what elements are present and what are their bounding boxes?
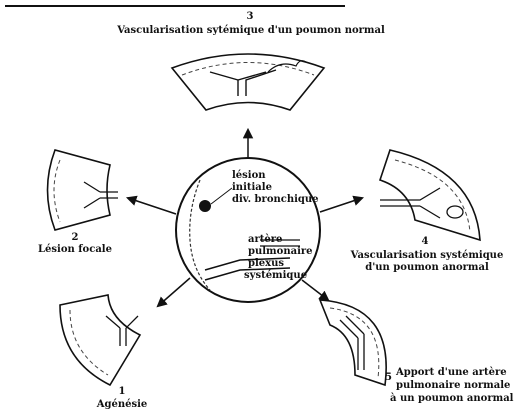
label-5-text-line3: à un poumon anormal bbox=[390, 393, 516, 404]
label-1-number: 1 bbox=[112, 386, 132, 397]
label-2-text: Lésion focale bbox=[30, 244, 120, 255]
arrow-to-5 bbox=[302, 280, 328, 300]
center-artery-line2: pulmonaire bbox=[248, 246, 313, 257]
segment-4-abnormal-systemic bbox=[380, 150, 480, 240]
center-lesion-line2: initiale bbox=[232, 182, 272, 193]
label-1-text: Agénésie bbox=[92, 399, 152, 410]
center-lesion-line1: lésion bbox=[232, 170, 266, 181]
center-artery-line1: artère bbox=[248, 234, 282, 245]
label-5-text-line1: Apport d'une artère bbox=[396, 367, 516, 378]
arrow-to-1 bbox=[158, 278, 190, 306]
segment-5-pulmonary-artery-supply bbox=[320, 300, 386, 385]
label-5-text-line2: pulmonaire normale bbox=[396, 380, 516, 391]
segment-2-focal-lesion bbox=[48, 150, 119, 230]
label-5-number: 5 bbox=[385, 372, 395, 383]
arrow-to-4 bbox=[320, 198, 362, 212]
label-4-number: 4 bbox=[415, 236, 435, 247]
label-3-text: Vascularisation sytémique d'un poumon no… bbox=[86, 25, 416, 36]
label-3-number: 3 bbox=[244, 11, 256, 22]
center-plexus-line2: systémique bbox=[244, 270, 307, 281]
initial-lesion-dot bbox=[199, 200, 211, 212]
label-4-text-line1: Vascularisation systémique bbox=[342, 250, 512, 261]
center-bronchial-division: div. bronchique bbox=[232, 194, 319, 205]
segment-1-agenesis bbox=[60, 295, 140, 385]
arrow-to-2 bbox=[128, 198, 176, 214]
segment-3-normal-systemic bbox=[172, 54, 324, 110]
label-2-number: 2 bbox=[55, 232, 95, 243]
label-4-text-line2: d'un poumon anormal bbox=[352, 262, 502, 273]
center-plexus-line1: plexus bbox=[248, 258, 284, 269]
